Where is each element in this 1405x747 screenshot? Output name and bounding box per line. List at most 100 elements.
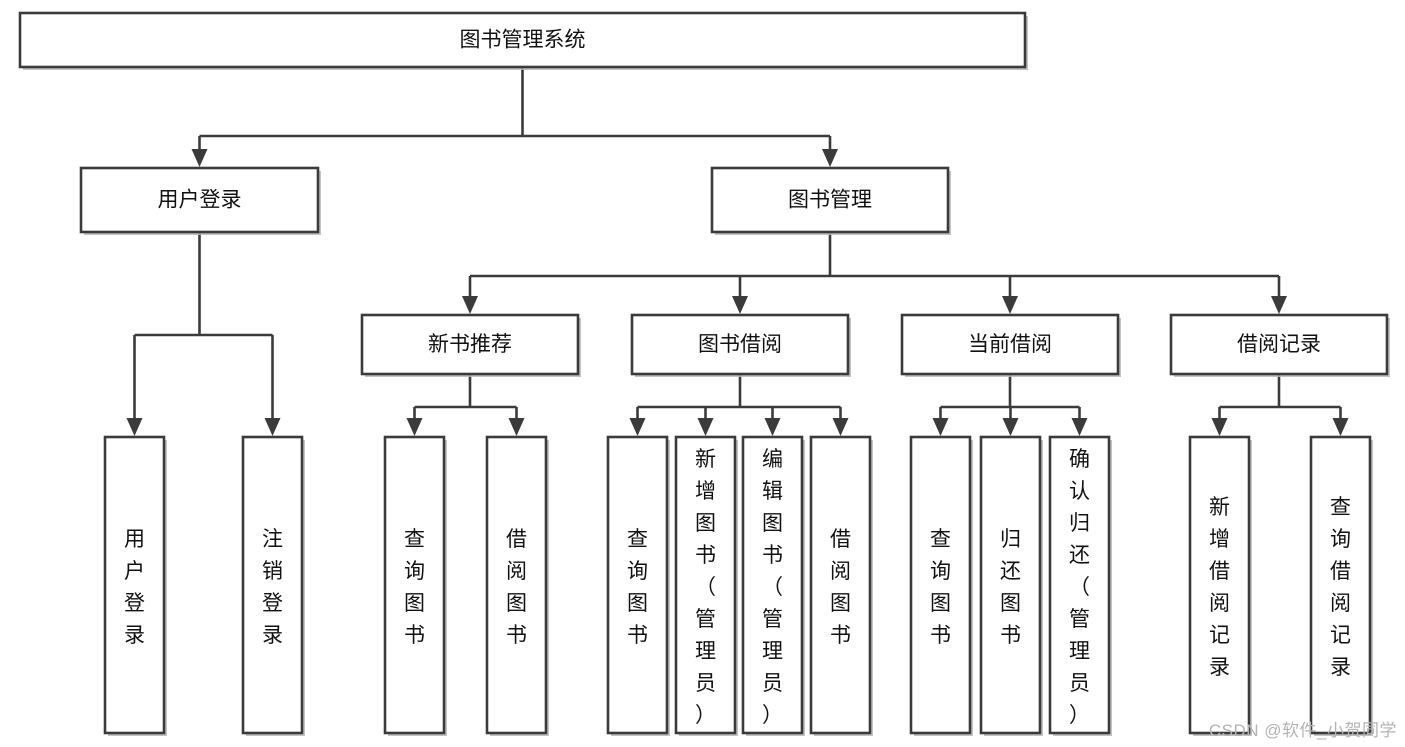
svg-text:）: ） (762, 704, 783, 727)
svg-text:借: 借 (506, 528, 527, 551)
arrow-head-icon (764, 418, 781, 436)
svg-text:确: 确 (1069, 448, 1090, 471)
svg-text:登: 登 (262, 592, 283, 615)
svg-text:理: 理 (762, 640, 783, 663)
node-level2-1[interactable] (710, 166, 950, 234)
arrow-head-icon (1271, 296, 1287, 314)
svg-text:书: 书 (627, 624, 648, 647)
arrow-head-icon (697, 418, 714, 436)
svg-text:管: 管 (1069, 608, 1090, 631)
svg-text:登: 登 (124, 592, 145, 615)
arrow-head-icon (191, 149, 208, 167)
node-root-图书管理系统[interactable] (18, 11, 1027, 69)
node-label-level3-0: 新书推荐 (428, 333, 512, 356)
node-leaf-8[interactable] (909, 435, 972, 735)
node-leaf-1[interactable] (241, 435, 304, 735)
svg-text:还: 还 (1069, 544, 1090, 567)
svg-text:理: 理 (1069, 640, 1090, 663)
node-level3-0[interactable] (360, 313, 580, 376)
arrow-head-icon (1332, 418, 1349, 436)
node-level3-1[interactable] (630, 313, 850, 376)
svg-text:图: 图 (404, 592, 425, 615)
svg-text:录: 录 (1330, 656, 1351, 679)
arrow-head-icon (264, 418, 281, 436)
svg-text:图: 图 (506, 592, 527, 615)
svg-text:员: 员 (762, 672, 783, 695)
svg-text:归: 归 (1069, 512, 1090, 535)
svg-text:询: 询 (404, 560, 425, 583)
arrow-head-icon (822, 149, 838, 167)
svg-text:（: （ (1069, 576, 1090, 599)
svg-text:书: 书 (830, 624, 851, 647)
arrow-head-icon (126, 418, 143, 436)
svg-text:（: （ (695, 576, 716, 599)
node-leaf-7[interactable] (809, 435, 872, 735)
svg-text:查: 查 (1330, 496, 1351, 519)
node-leaf-11[interactable] (1188, 435, 1251, 735)
node-leaf-6[interactable] (741, 435, 804, 735)
svg-text:阅: 阅 (1330, 592, 1351, 615)
svg-text:录: 录 (124, 624, 145, 647)
svg-text:归: 归 (1000, 528, 1021, 551)
svg-text:）: ） (1069, 704, 1090, 727)
arrow-head-icon (832, 418, 849, 436)
svg-text:查: 查 (404, 528, 425, 551)
svg-text:管: 管 (762, 608, 783, 631)
node-label-level3-1: 图书借阅 (698, 333, 782, 356)
svg-text:编: 编 (762, 448, 783, 471)
node-leaf-3[interactable] (485, 435, 548, 735)
svg-text:记: 记 (1209, 624, 1230, 647)
svg-text:书: 书 (762, 544, 783, 567)
svg-text:询: 询 (1330, 528, 1351, 551)
arrow-head-icon (462, 296, 478, 314)
connector-layer (126, 67, 1349, 436)
svg-text:新: 新 (695, 448, 716, 471)
svg-text:书: 书 (930, 624, 951, 647)
node-label-leaf-0: 用户登录 (124, 528, 145, 647)
arrow-head-icon (1002, 296, 1018, 314)
svg-text:询: 询 (930, 560, 951, 583)
svg-text:（: （ (762, 576, 783, 599)
svg-text:销: 销 (262, 560, 283, 583)
node-leaf-0[interactable] (103, 435, 166, 735)
arrow-head-icon (732, 296, 748, 314)
svg-text:图: 图 (930, 592, 951, 615)
node-leaf-9[interactable] (979, 435, 1042, 735)
arrow-head-icon (932, 418, 949, 436)
arrow-head-icon (1071, 418, 1088, 436)
svg-text:认: 认 (1069, 480, 1090, 503)
svg-text:记: 记 (1330, 624, 1351, 647)
node-label-level2-1: 图书管理 (788, 189, 872, 212)
svg-text:询: 询 (627, 560, 648, 583)
svg-text:录: 录 (262, 624, 283, 647)
node-leaf-10[interactable] (1048, 435, 1111, 735)
arrow-head-icon (629, 418, 646, 436)
node-leaf-4[interactable] (606, 435, 669, 735)
svg-text:辑: 辑 (762, 480, 783, 503)
svg-text:注: 注 (262, 528, 283, 551)
svg-text:阅: 阅 (830, 560, 851, 583)
svg-text:理: 理 (695, 640, 716, 663)
node-leaf-12[interactable] (1309, 435, 1372, 735)
arrow-head-icon (508, 418, 525, 436)
svg-text:书: 书 (1000, 624, 1021, 647)
node-level3-2[interactable] (900, 313, 1120, 376)
node-leaf-5[interactable] (674, 435, 737, 735)
arrow-head-icon (406, 418, 423, 436)
svg-text:增: 增 (1209, 528, 1230, 551)
svg-text:）: ） (695, 704, 716, 727)
node-level3-3[interactable] (1169, 313, 1389, 376)
node-leaf-2[interactable] (383, 435, 446, 735)
node-level2-0[interactable] (79, 166, 320, 234)
svg-text:书: 书 (695, 544, 716, 567)
